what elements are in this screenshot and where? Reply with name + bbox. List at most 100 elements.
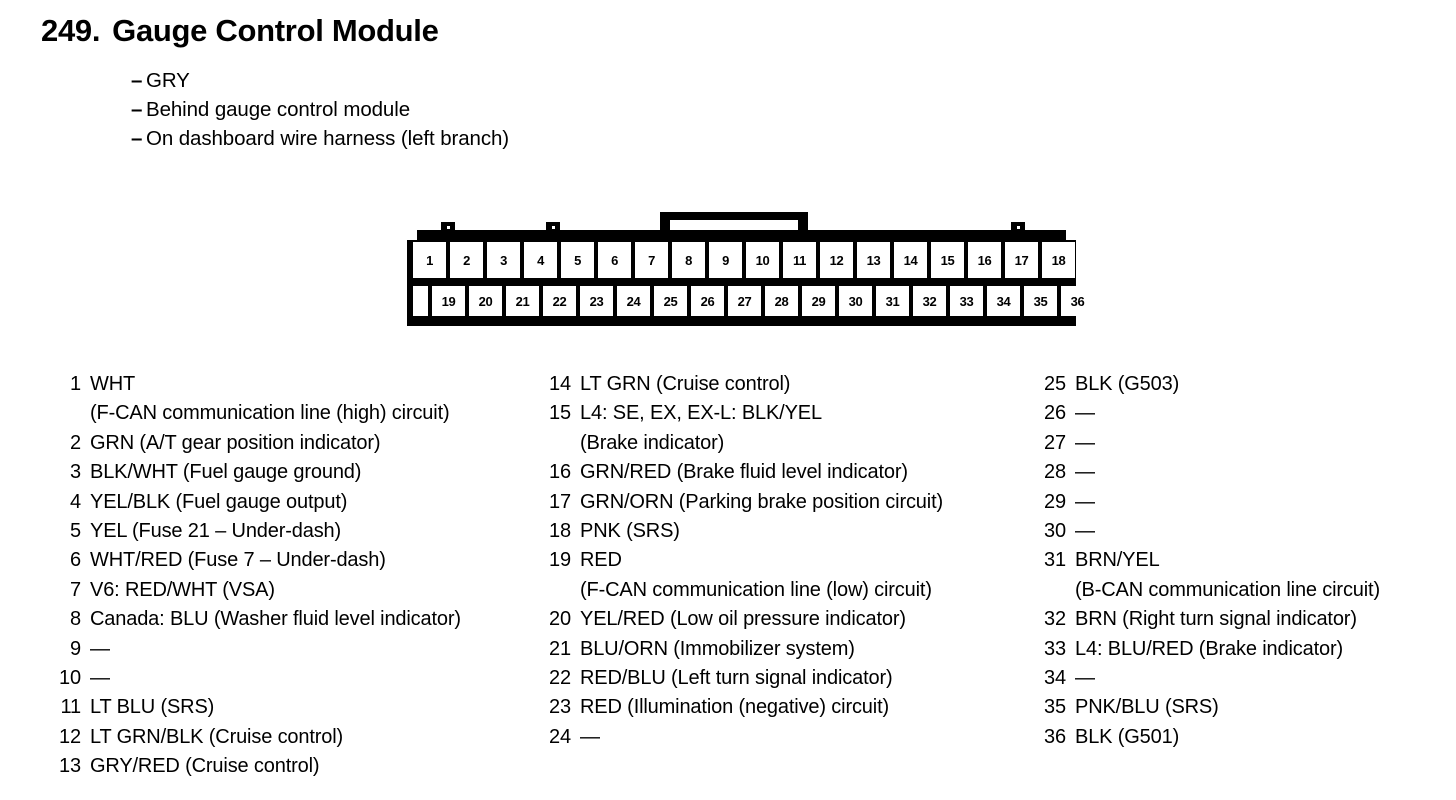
connector-latch-post-left: [660, 212, 670, 236]
pin-entry-27: 27—: [1040, 429, 1456, 458]
connector-pin-10: 10: [746, 242, 779, 278]
pin-description: GRN (A/T gear position indicator): [90, 431, 381, 454]
connector-pin-20: 20: [469, 286, 502, 316]
pin-entry-10: 10 —: [55, 664, 535, 693]
connector-pin-18: 18: [1042, 242, 1075, 278]
pin-description: —: [580, 725, 600, 748]
tab-dot: [446, 226, 450, 229]
pin-number: 23: [549, 696, 571, 719]
pin-description: RED (Illumination (negative) circuit): [580, 696, 889, 719]
pin-number: 30: [1044, 520, 1066, 543]
pin-description: V6: RED/WHT (VSA): [90, 578, 275, 601]
connector-pin-35: 35: [1024, 286, 1057, 316]
pin-entry-33: 33 L4: BLU/RED (Brake indicator): [1040, 635, 1456, 664]
pin-number: 26: [1044, 402, 1066, 425]
connector-pin-16: 16: [968, 242, 1001, 278]
connector-pin-17: 17: [1005, 242, 1038, 278]
pin-description: PNK (SRS): [580, 520, 680, 543]
pin-number: 33: [1044, 637, 1066, 660]
connector-pin-33: 33: [950, 286, 983, 316]
pin-entry-4: 4 YEL/BLK (Fuel gauge output): [55, 488, 535, 517]
pin-description-continuation: (B-CAN communication line circuit): [1075, 578, 1380, 601]
pin-description: YEL/BLK (Fuel gauge output): [90, 490, 348, 513]
bullet-dash: –: [131, 127, 143, 150]
pin-description: LT GRN (Cruise control): [580, 373, 791, 395]
pin-number: 2: [70, 431, 81, 454]
connector-left-notch: [407, 230, 417, 240]
connector-latch-base-left: [650, 230, 660, 242]
bullet-item-0: –GRY: [131, 66, 509, 95]
header-bullet-list: –GRY –Behind gauge control module –On da…: [131, 66, 509, 153]
pin-number: 10: [59, 667, 81, 690]
pin-entry-8: 8 Canada: BLU (Washer fluid level indicat…: [55, 605, 535, 634]
connector-tab-3: [1011, 222, 1025, 232]
pin-entry-34: 34 —: [1040, 664, 1456, 693]
connector-pin-34: 34: [987, 286, 1020, 316]
connector-pin-19: 19: [432, 286, 465, 316]
pin-number: 4: [70, 490, 81, 513]
pin-number: 29: [1044, 490, 1066, 513]
connector-right-notch: [1066, 230, 1076, 240]
connector-pin-4: 4: [524, 242, 557, 278]
pin-description: —: [1075, 402, 1095, 425]
connector-pin-30: 30: [839, 286, 872, 316]
pin-number: 34: [1044, 667, 1066, 690]
connector-pin-13: 13: [857, 242, 890, 278]
connector-pin-11: 11: [783, 242, 816, 278]
pin-number: 18: [549, 520, 571, 543]
pin-description: —: [90, 667, 110, 690]
pin-description: BLU/ORN (Immobilizer system): [580, 637, 855, 660]
pin-entry-18: 18 PNK (SRS): [545, 517, 1045, 546]
bullet-item-2: –On dashboard wire harness (left branch): [131, 124, 509, 153]
connector-latch-post-right: [798, 212, 808, 236]
pin-description: BRN/YEL: [1075, 549, 1160, 572]
pin-description: —: [1075, 490, 1095, 513]
pin-entry-30: 30—: [1040, 517, 1456, 546]
pin-description: BRN (Right turn signal indicator): [1075, 608, 1357, 631]
pin-description: —: [1075, 667, 1095, 690]
pin-description: GRN/ORN (Parking brake position circuit): [580, 490, 943, 513]
pin-description-continuation: (Brake indicator): [580, 431, 725, 454]
bullet-text: Behind gauge control module: [146, 98, 410, 121]
pin-description: YEL (Fuse 21 – Under-dash): [90, 520, 342, 543]
pin-description: —: [1075, 461, 1095, 484]
pin-entry-9: 9—: [55, 635, 535, 664]
tab-dot: [1016, 226, 1020, 229]
connector-pin-23: 23: [580, 286, 613, 316]
pin-entry-23: 23 RED (Illumination (negative) circuit): [545, 693, 1045, 722]
pin-description: L4: SE, EX, EX-L: BLK/YEL: [580, 402, 822, 425]
pin-entry-2: 2 GRN (A/T gear position indicator): [55, 429, 535, 458]
pin-description: RED/BLU (Left turn signal indicator): [580, 667, 893, 690]
pin-description: L4: BLU/RED (Brake indicator): [1075, 637, 1343, 660]
pin-entry-24: 24—: [545, 723, 1045, 752]
pin-number: 1: [70, 373, 81, 395]
pin-number: 8: [70, 608, 81, 631]
pin-description: YEL/RED (Low oil pressure indicator): [580, 608, 906, 631]
connector-pin-15: 15: [931, 242, 964, 278]
pin-number: 6: [70, 549, 81, 572]
pin-number: 27: [1044, 431, 1066, 454]
connector-pin-2: 2: [450, 242, 483, 278]
pin-description: Canada: BLU (Washer fluid level indicato…: [90, 608, 461, 631]
pin-entry-29: 29 —: [1040, 488, 1456, 517]
pin-description: BLK (G501): [1075, 725, 1180, 748]
pin-number: 36: [1044, 725, 1066, 748]
